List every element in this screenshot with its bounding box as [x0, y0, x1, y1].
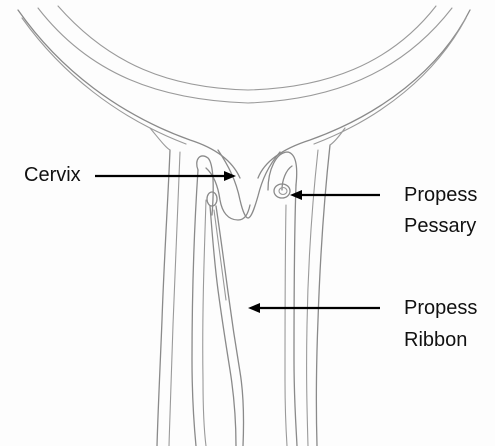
ribbon-callout: Propess Ribbon [248, 297, 477, 351]
pessary-label-line2: Pessary [404, 215, 476, 237]
cervix-callout: Cervix [24, 164, 236, 186]
pessary-callout: Propess Pessary [290, 184, 477, 237]
cervix-label: Cervix [24, 164, 81, 186]
ribbon-label-line2: Ribbon [404, 329, 467, 351]
ribbon-label-line1: Propess [404, 297, 477, 319]
pessary-label-line1: Propess [404, 184, 477, 206]
ribbon-arrow-head [248, 303, 260, 313]
propess-ribbon [207, 192, 244, 446]
uterus-outline [18, 6, 470, 178]
